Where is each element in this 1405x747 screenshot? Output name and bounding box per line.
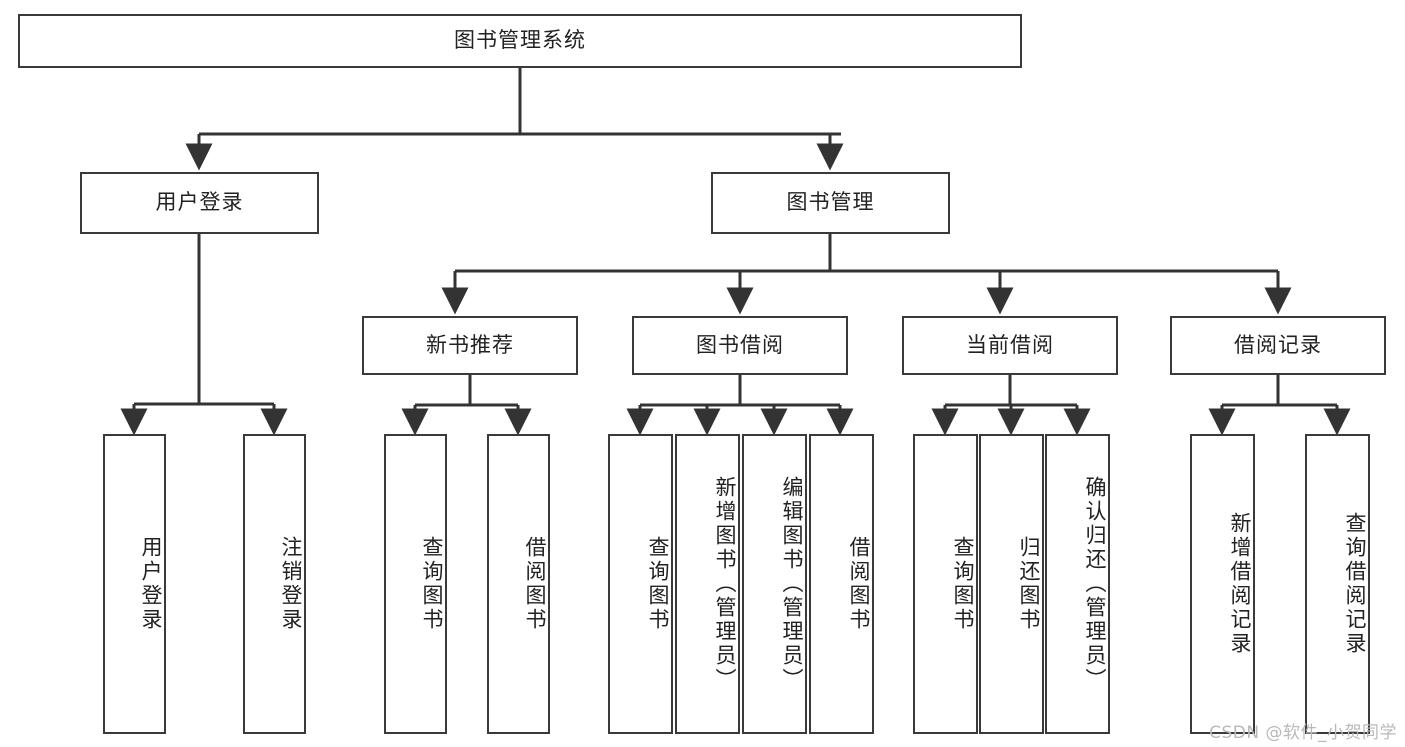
node-leaf-query-book-2[interactable]: 查询图书 — [608, 434, 673, 734]
node-label: 新书推荐 — [426, 332, 514, 357]
node-label: 确认归还（管理员） — [1083, 476, 1107, 692]
node-leaf-add-book[interactable]: 新增图书（管理员） — [675, 434, 740, 734]
node-label: 新增借阅记录 — [1228, 512, 1252, 656]
node-leaf-user-login[interactable]: 用户登录 — [103, 434, 166, 734]
node-label: 用户登录 — [155, 190, 244, 215]
node-book-borrow[interactable]: 图书借阅 — [632, 316, 848, 375]
node-label: 借阅记录 — [1234, 332, 1322, 357]
node-label: 注销登录 — [279, 536, 303, 632]
node-current-borrow[interactable]: 当前借阅 — [902, 316, 1118, 375]
node-label: 借阅图书 — [523, 536, 547, 632]
node-label: 当前借阅 — [966, 332, 1054, 357]
node-label: 归还图书 — [1017, 536, 1041, 632]
node-leaf-query-record[interactable]: 查询借阅记录 — [1305, 434, 1370, 734]
node-book-management-system[interactable]: 图书管理系统 — [18, 14, 1022, 68]
node-leaf-return-book[interactable]: 归还图书 — [979, 434, 1044, 734]
node-label: 查询借阅记录 — [1343, 512, 1367, 656]
node-user-login[interactable]: 用户登录 — [80, 172, 319, 234]
node-leaf-query-book-3[interactable]: 查询图书 — [913, 434, 978, 734]
node-leaf-add-record[interactable]: 新增借阅记录 — [1190, 434, 1255, 734]
node-book-management[interactable]: 图书管理 — [711, 172, 950, 234]
node-leaf-logout-login[interactable]: 注销登录 — [243, 434, 306, 734]
node-leaf-borrow-book-1[interactable]: 借阅图书 — [487, 434, 550, 734]
node-label: 编辑图书（管理员） — [780, 476, 804, 692]
csdn-watermark: CSDN @软件_小贺同学 — [1209, 723, 1397, 743]
node-label: 图书借阅 — [696, 332, 784, 357]
node-label: 查询图书 — [951, 536, 975, 632]
node-leaf-edit-book[interactable]: 编辑图书（管理员） — [742, 434, 807, 734]
node-label: 借阅图书 — [847, 536, 871, 632]
node-label: 图书管理系统 — [454, 28, 586, 53]
node-borrow-record[interactable]: 借阅记录 — [1170, 316, 1386, 375]
node-label: 查询图书 — [646, 536, 670, 632]
node-label: 图书管理 — [786, 190, 875, 215]
node-label: 用户登录 — [139, 536, 163, 632]
node-leaf-borrow-book-2[interactable]: 借阅图书 — [809, 434, 874, 734]
node-new-book-recommend[interactable]: 新书推荐 — [362, 316, 578, 375]
node-label: 新增图书（管理员） — [713, 476, 737, 692]
node-label: 查询图书 — [420, 536, 444, 632]
node-leaf-confirm-return[interactable]: 确认归还（管理员） — [1045, 434, 1110, 734]
node-leaf-query-book-1[interactable]: 查询图书 — [384, 434, 447, 734]
